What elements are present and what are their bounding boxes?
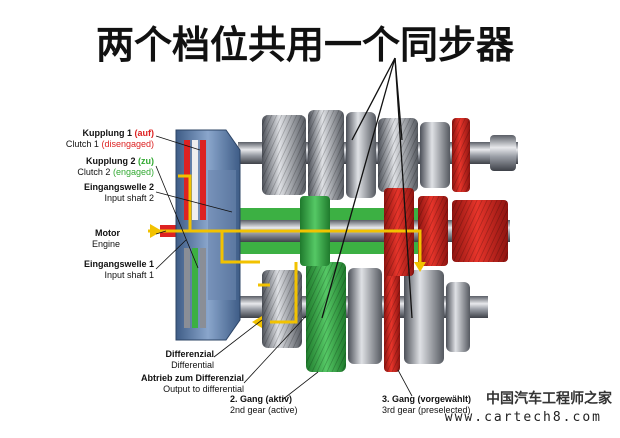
label-differential: Differenzial Differential xyxy=(165,349,214,370)
label-leader-lines xyxy=(155,135,413,401)
label-input-shaft-2: Eingangswelle 2 Input shaft 2 xyxy=(83,182,154,203)
label-2nd-gear: 2. Gang (aktiv) 2nd gear (active) xyxy=(230,394,298,415)
watermark-url: www.cartech8.com xyxy=(444,410,602,425)
label-3rd-gear: 3. Gang (vorgewählt) 3rd gear (preselect… xyxy=(382,394,472,415)
output-arrow xyxy=(252,316,262,328)
label-input-shaft-1: Eingangswelle 1 Input shaft 1 xyxy=(83,259,154,280)
preselect-arrow xyxy=(414,262,426,272)
diagram-title: 两个档位共用一个同步器 xyxy=(96,23,515,67)
watermark-site: 中国汽车工程师之家 xyxy=(486,391,612,407)
upper-countershaft xyxy=(238,110,518,200)
label-clutch-2: Kupplung 2 (zu) Clutch 2 (engaged) xyxy=(77,156,154,177)
engine-arrow xyxy=(150,224,162,238)
title-pointer-lines xyxy=(321,57,413,319)
label-engine: Motor Engine xyxy=(91,228,120,249)
label-clutch-1: Kupplung 1 (auf) Clutch 1 (disengaged) xyxy=(65,128,154,149)
lower-countershaft xyxy=(238,262,488,372)
active-power-path xyxy=(148,174,422,324)
dual-clutch-housing xyxy=(175,129,241,341)
label-output-to-differential: Abtrieb zum Differenzial Output to diffe… xyxy=(140,373,244,394)
